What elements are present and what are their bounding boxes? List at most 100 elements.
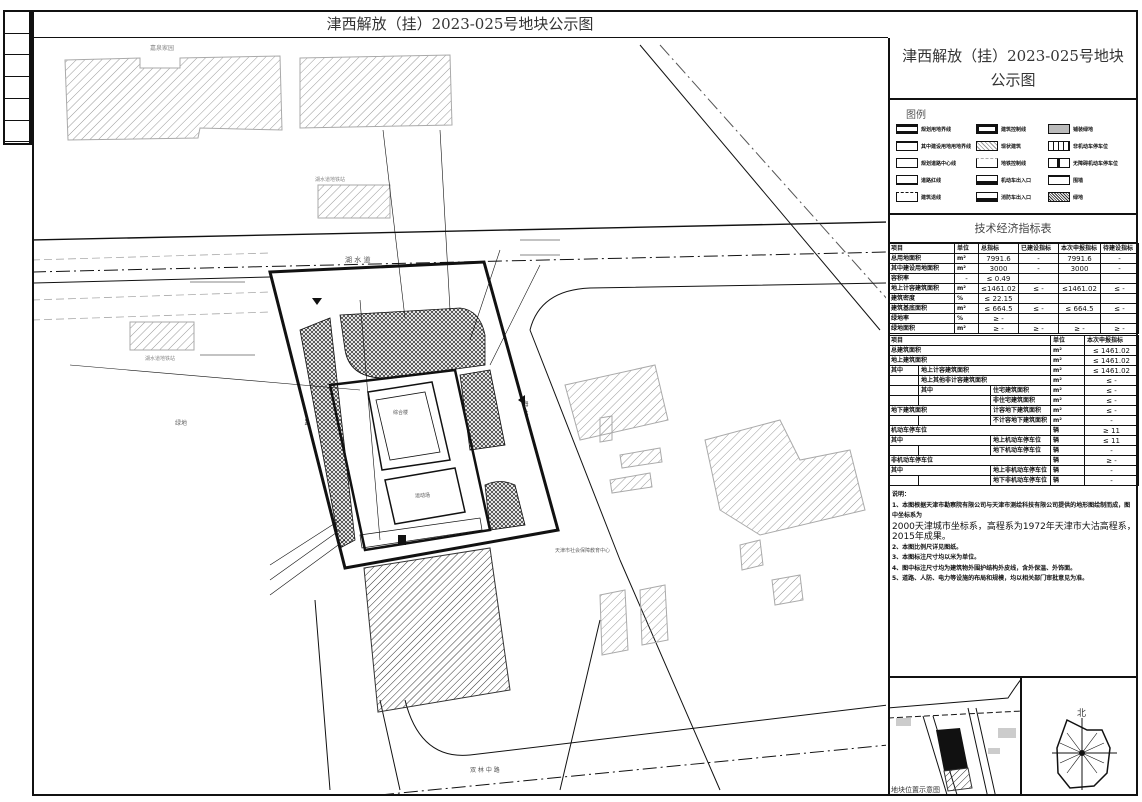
table-cell: ≤ - bbox=[1084, 385, 1139, 396]
table-cell bbox=[918, 395, 991, 406]
wind-rose-icon bbox=[1056, 718, 1111, 789]
legend-label: 绿地 bbox=[1073, 194, 1084, 201]
table-cell: % bbox=[954, 293, 979, 304]
table-cell: - bbox=[1018, 263, 1059, 274]
table-cell: ≤ 0.49 bbox=[978, 273, 1019, 284]
table-cell: 其中建设用地面积 bbox=[888, 263, 955, 274]
legend-swatch-icon bbox=[896, 192, 918, 202]
table-cell bbox=[918, 415, 991, 426]
legend: 图例 规划用地界线其中建设用地用地界线规划道路中心线道路红线建筑退线建筑控制线现… bbox=[888, 100, 1138, 215]
table-cell bbox=[1018, 313, 1059, 324]
legend-swatch-icon bbox=[1048, 192, 1070, 202]
legend-label: 现状建筑 bbox=[1001, 143, 1022, 150]
drawing-title: 津西解放（挂）2023-025号地块公示图 bbox=[32, 10, 888, 38]
table-cell bbox=[1058, 313, 1101, 324]
table-cell bbox=[1100, 273, 1139, 284]
table-cell: 建筑基底面积 bbox=[888, 303, 955, 314]
table-cell: 绿地率 bbox=[888, 313, 955, 324]
table-cell: m² bbox=[954, 283, 979, 294]
legend-label: 建筑退线 bbox=[921, 194, 942, 201]
table-cell: - bbox=[1084, 415, 1139, 426]
table-row: 容积率-≤ 0.49 bbox=[888, 273, 1139, 284]
legend-swatch-icon bbox=[896, 141, 918, 151]
table-cell: 地上计容建筑面积 bbox=[918, 365, 1051, 376]
main-building bbox=[367, 381, 451, 471]
legend-swatch-icon bbox=[976, 141, 998, 151]
metro-station bbox=[129, 321, 195, 351]
table-cell: ≤ - bbox=[1100, 303, 1139, 314]
table-cell: ≤ - bbox=[1100, 283, 1139, 294]
note-item: 2000天津城市坐标系，高程系为1972年天津市大沽高程系，2015年成果。 bbox=[892, 521, 1136, 543]
south-building bbox=[363, 547, 511, 713]
table-cell: m² bbox=[954, 303, 979, 314]
legend-label: 机动车出入口 bbox=[1001, 177, 1032, 184]
table-cell: 辆 bbox=[1050, 465, 1085, 476]
table-cell bbox=[1058, 293, 1101, 304]
table-cell: 总指标 bbox=[978, 243, 1019, 254]
legend-label: 无障碍机动车停车位 bbox=[1073, 160, 1119, 167]
table-cell: 地上非机动车停车位 bbox=[990, 465, 1051, 476]
legend-swatch-icon bbox=[896, 124, 918, 134]
legend-item: 道路红线 bbox=[896, 175, 941, 185]
table-cell bbox=[918, 475, 991, 486]
table-cell: 7991.6 bbox=[978, 253, 1019, 264]
existing-building bbox=[704, 419, 866, 536]
table-cell: 辆 bbox=[1050, 445, 1085, 456]
table-cell: 辆 bbox=[1050, 435, 1085, 446]
legend-swatch-icon bbox=[1048, 175, 1070, 185]
table-cell: 本次申报指标 bbox=[1058, 243, 1101, 254]
legend-swatch-icon bbox=[976, 192, 998, 202]
panel-title-line1: 津西解放（挂）2023-025号地块 bbox=[902, 47, 1124, 65]
note-item: 5、道路、人防、电力等设施的布局和规模，均以相关部门审批意见为准。 bbox=[892, 575, 1089, 582]
court-label: 运动场 bbox=[415, 492, 430, 499]
legend-item: 无障碍机动车停车位 bbox=[1048, 158, 1118, 168]
table-cell bbox=[888, 415, 919, 426]
table-cell bbox=[918, 445, 991, 456]
legend-item: 地铁控制线 bbox=[976, 158, 1026, 168]
legend-title: 图例 bbox=[906, 110, 926, 121]
table-cell: 绿地面积 bbox=[888, 323, 955, 334]
table-row: 绿地率%≥ - bbox=[888, 313, 1139, 324]
table-cell: 7991.6 bbox=[1058, 253, 1101, 264]
legend-swatch-icon bbox=[1048, 158, 1070, 168]
table-cell bbox=[1018, 273, 1059, 284]
legend-label: 建筑控制线 bbox=[1001, 126, 1027, 133]
north-label: 北 bbox=[1077, 708, 1086, 719]
table-cell: 总建筑面积 bbox=[888, 345, 1051, 356]
table-cell: 地上机动车停车位 bbox=[990, 435, 1051, 446]
legend-item: 消防车出入口 bbox=[976, 192, 1031, 202]
legend-item: 其中建设用地用地界线 bbox=[896, 141, 971, 151]
table-cell: ≤ 1461.02 bbox=[1084, 365, 1139, 376]
legend-label: 规划用地界线 bbox=[921, 126, 952, 133]
entrance-marker bbox=[312, 298, 322, 305]
table-row: 建筑密度%≤ 22.15 bbox=[888, 293, 1139, 304]
table-cell: ≥ - bbox=[1084, 455, 1139, 466]
legend-swatch-icon bbox=[896, 175, 918, 185]
table-row: 机动车停车位辆≥ 11 bbox=[888, 425, 1139, 436]
notes: 说明： 1、本图根据天津市勘察院有限公司与天津市测绘科技有限公司提供的地形图绘制… bbox=[892, 490, 1136, 585]
panel-title: 津西解放（挂）2023-025号地块 公示图 bbox=[888, 38, 1138, 100]
table-cell: ≤ - bbox=[1018, 283, 1059, 294]
table-cell bbox=[888, 375, 919, 386]
table-cell: 3000 bbox=[1058, 263, 1101, 274]
table-cell: 不计容地下建筑面积 bbox=[990, 415, 1051, 426]
table-cell: 其中 bbox=[918, 385, 991, 396]
table-cell: 单位 bbox=[954, 243, 979, 254]
existing-building bbox=[299, 54, 453, 129]
table-cell: 计容地下建筑面积 bbox=[990, 405, 1051, 416]
sports-court bbox=[384, 467, 466, 525]
table-cell: 机动车停车位 bbox=[888, 425, 1051, 436]
notes-title: 说明： bbox=[892, 491, 911, 498]
legend-swatch-icon bbox=[976, 124, 998, 134]
table-cell: 容积率 bbox=[888, 273, 955, 284]
table-cell: 单位 bbox=[1050, 335, 1085, 346]
